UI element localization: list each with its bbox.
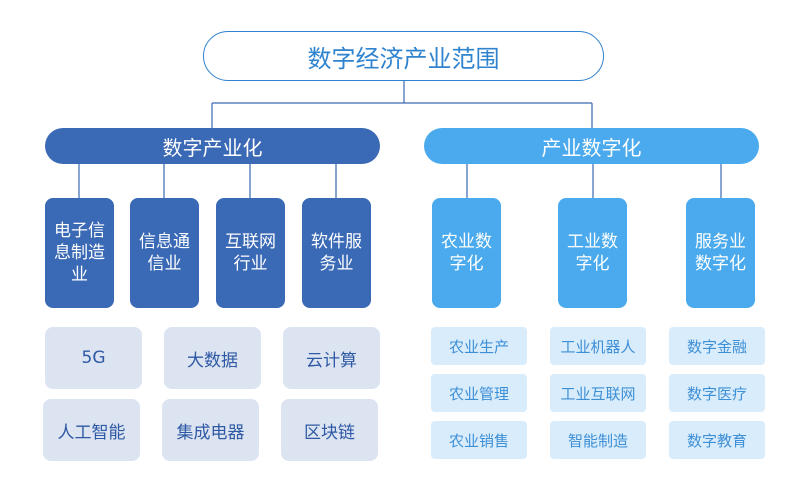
sub-software-services: 软件服务业 — [302, 198, 371, 308]
leaf-smart-manufacturing: 智能制造 — [550, 421, 646, 459]
leaf-agri-production: 农业生产 — [431, 327, 527, 365]
diagram-title: 数字经济产业范围 — [203, 31, 604, 81]
sub-electronics-manufacturing: 电子信息制造业 — [45, 198, 114, 308]
sub-label: 互联网行业 — [225, 232, 276, 274]
sub-label: 农业数字化 — [441, 232, 492, 274]
leaf-agri-management: 农业管理 — [431, 374, 527, 412]
leaf-industrial-internet: 工业互联网 — [550, 374, 646, 412]
leaf-digital-education: 数字教育 — [669, 421, 765, 459]
leaf-cloud-computing: 云计算 — [283, 327, 380, 389]
leaf-5g: 5G — [45, 327, 142, 389]
category-digital-industrialization: 数字产业化 — [45, 128, 380, 164]
leaf-ai: 人工智能 — [43, 399, 140, 461]
leaf-digital-healthcare: 数字医疗 — [669, 374, 765, 412]
leaf-integrated-appliances: 集成电器 — [162, 399, 259, 461]
leaf-digital-finance: 数字金融 — [669, 327, 765, 365]
leaf-blockchain: 区块链 — [281, 399, 378, 461]
sub-internet: 互联网行业 — [216, 198, 285, 308]
sub-label: 服务业数字化 — [695, 232, 746, 274]
leaf-industrial-robot: 工业机器人 — [550, 327, 646, 365]
sub-industry-digitization: 工业数字化 — [558, 198, 627, 308]
leaf-agri-sales: 农业销售 — [431, 421, 527, 459]
sub-label: 软件服务业 — [311, 232, 362, 274]
category-industrial-digitization: 产业数字化 — [424, 128, 759, 164]
leaf-big-data: 大数据 — [164, 327, 261, 389]
sub-agriculture-digitization: 农业数字化 — [432, 198, 501, 308]
sub-telecom: 信息通信业 — [130, 198, 199, 308]
sub-label: 工业数字化 — [567, 232, 618, 274]
sub-services-digitization: 服务业数字化 — [686, 198, 755, 308]
sub-label: 信息通信业 — [139, 232, 190, 274]
sub-label: 电子信息制造业 — [54, 221, 105, 285]
